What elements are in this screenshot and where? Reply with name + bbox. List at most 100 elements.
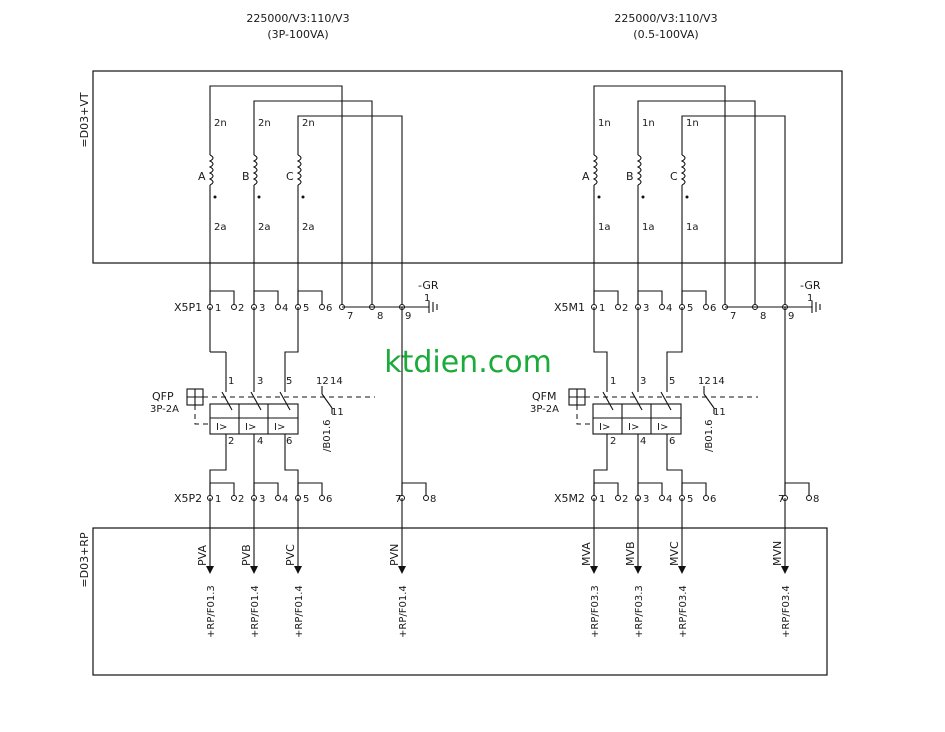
svg-text:1: 1: [215, 494, 221, 505]
svg-text:8: 8: [430, 494, 436, 505]
svg-text:2: 2: [622, 494, 628, 505]
right-neutral-wire-b: [637, 100, 756, 307]
svg-text:14: 14: [330, 376, 343, 387]
left-vt-ratio: 225000/V3:110/V3: [246, 12, 349, 25]
left-neutral-wire-c: [297, 115, 403, 307]
svg-text:4: 4: [257, 436, 263, 447]
svg-text:MVB: MVB: [624, 541, 637, 566]
right-vt-rating: (0.5-100VA): [633, 28, 698, 41]
left-phase-c: C: [286, 170, 294, 183]
right-output-mvb: MVB +RP/F03.3: [624, 498, 645, 638]
left-terminal-top-name: X5P1: [174, 301, 202, 314]
left-breaker-rating: 3P-2A: [150, 404, 179, 415]
left-breaker-body: I> I> I>: [209, 391, 299, 435]
svg-text:5: 5: [669, 376, 675, 387]
right-output-mvc: MVC +RP/F03.4: [668, 498, 689, 638]
right-breaker-handle-icon: [568, 388, 586, 406]
left-ground-symbol: 1: [424, 293, 438, 313]
svg-text:3: 3: [640, 376, 646, 387]
svg-text:5: 5: [286, 376, 292, 387]
left-aux-contact: 12 14 11 /B01.6: [316, 376, 344, 452]
right-sec-bot-a: 1a: [598, 222, 611, 233]
svg-text:I>: I>: [599, 422, 610, 433]
vt-frame: [92, 70, 843, 264]
left-sec-bot-c: 2a: [302, 222, 315, 233]
left-output-pvc: PVC +RP/F01.4: [284, 498, 305, 638]
left-breaker-handle-icon: [186, 388, 204, 406]
svg-text:MVA: MVA: [580, 542, 593, 566]
left-coil-c: [296, 128, 305, 263]
left-vt-rating: (3P-100VA): [267, 28, 328, 41]
left-phase-b: B: [242, 170, 250, 183]
right-terminal-top: 1 2 3 4 5 6 7 8 9: [591, 290, 812, 322]
left-vt-group: 2n 2n 2n A B C 2a 2a 2a X5P1 1 2 3 4 5 6: [150, 85, 439, 638]
svg-text:7: 7: [730, 311, 736, 322]
left-sec-top-a: 2n: [214, 118, 227, 129]
svg-text:MVN: MVN: [771, 541, 784, 566]
svg-text:8: 8: [813, 494, 819, 505]
svg-text:2: 2: [238, 303, 244, 314]
right-ground-symbol: 1: [807, 293, 821, 313]
watermark: ktdien.com: [384, 345, 552, 380]
rp-frame: [92, 527, 828, 676]
right-coil-c: [680, 128, 689, 263]
svg-text:PVN: PVN: [388, 544, 401, 566]
svg-text:3: 3: [259, 494, 265, 505]
right-coil-b: [636, 128, 645, 263]
svg-text:5: 5: [687, 303, 693, 314]
svg-text:1: 1: [807, 293, 813, 304]
svg-text:+RP/F03.3: +RP/F03.3: [590, 585, 601, 638]
right-breaker-rating: 3P-2A: [530, 404, 559, 415]
left-terminal-bottom-name: X5P2: [174, 492, 202, 505]
svg-text:/B01.6: /B01.6: [704, 420, 715, 453]
svg-text:6: 6: [710, 303, 716, 314]
left-output-pva: PVA +RP/F01.3: [196, 498, 217, 638]
svg-text:1: 1: [424, 293, 430, 304]
right-breaker-body: I> I> I>: [592, 391, 682, 435]
svg-text:6: 6: [326, 494, 332, 505]
svg-text:4: 4: [640, 436, 646, 447]
svg-text:4: 4: [282, 494, 288, 505]
right-terminal-bottom-name: X5M2: [554, 492, 585, 505]
svg-text:2: 2: [610, 436, 616, 447]
svg-text:+RP/F01.4: +RP/F01.4: [250, 585, 261, 638]
svg-text:PVB: PVB: [240, 544, 253, 566]
svg-text:12: 12: [698, 376, 711, 387]
svg-text:7: 7: [347, 311, 353, 322]
svg-text:+RP/F03.3: +RP/F03.3: [634, 585, 645, 638]
svg-text:1: 1: [610, 376, 616, 387]
svg-text:6: 6: [710, 494, 716, 505]
left-ground-label: -GR: [418, 279, 439, 292]
left-neutral-wire-a: [209, 85, 343, 307]
right-output-mvn: MVN +RP/F03.4: [771, 498, 792, 638]
rp-frame-label: =D03+RP: [78, 532, 91, 588]
svg-text:3: 3: [257, 376, 263, 387]
left-phase-a: A: [198, 170, 206, 183]
right-aux-contact: 12 14 11 /B01.6: [698, 376, 726, 452]
left-terminal-top: 1 2 3 4 5 6 7 8 9: [207, 290, 429, 322]
left-output-pvb: PVB +RP/F01.4: [240, 498, 261, 638]
right-phase-c: C: [670, 170, 678, 183]
svg-text:6: 6: [669, 436, 675, 447]
svg-text:1: 1: [215, 303, 221, 314]
svg-text:+RP/F03.4: +RP/F03.4: [678, 585, 689, 638]
svg-text:4: 4: [666, 494, 672, 505]
left-coil-b: [252, 128, 261, 263]
svg-text:+RP/F01.4: +RP/F01.4: [398, 585, 409, 638]
right-breaker-name: QFM: [532, 390, 556, 403]
left-neutral-wire-b: [253, 100, 373, 307]
svg-text:4: 4: [282, 303, 288, 314]
left-breaker-name: QFP: [152, 390, 174, 403]
svg-text:MVC: MVC: [668, 541, 681, 566]
svg-text:3: 3: [259, 303, 265, 314]
svg-text:12: 12: [316, 376, 329, 387]
right-sec-top-a: 1n: [598, 118, 611, 129]
svg-text:PVA: PVA: [196, 545, 209, 566]
svg-text:5: 5: [303, 303, 309, 314]
svg-text:2: 2: [228, 436, 234, 447]
svg-text:8: 8: [760, 311, 766, 322]
right-ground-label: -GR: [800, 279, 821, 292]
svg-text:14: 14: [712, 376, 725, 387]
svg-text:3: 3: [643, 494, 649, 505]
right-phase-a: A: [582, 170, 590, 183]
